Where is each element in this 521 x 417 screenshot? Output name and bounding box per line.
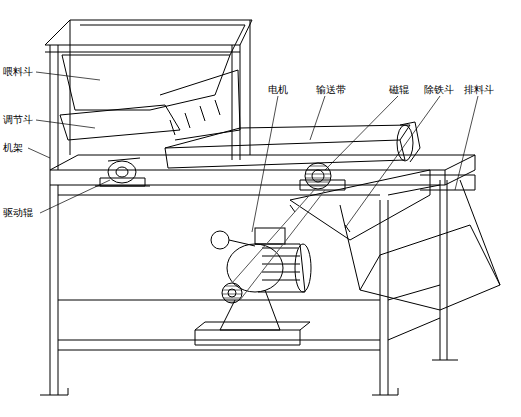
magnetic-roller xyxy=(300,163,345,190)
part-label: 驱动辊 xyxy=(2,207,34,218)
frame xyxy=(40,20,475,395)
conveyor-belt xyxy=(165,122,420,168)
part-label: 机架 xyxy=(2,142,24,153)
part-label: 喂料斗 xyxy=(2,66,34,77)
part-label: 调节斗 xyxy=(2,114,34,125)
chain xyxy=(232,189,325,300)
discharge-hoppers xyxy=(290,170,500,310)
part-label: 电机 xyxy=(267,84,289,95)
drive-roller xyxy=(95,158,150,186)
feed-hopper xyxy=(60,25,245,140)
part-label: 排料斗 xyxy=(463,84,495,95)
motor xyxy=(195,228,311,345)
part-label: 磁辊 xyxy=(388,84,410,95)
part-label: 除铁斗 xyxy=(423,84,455,95)
part-label: 输送带 xyxy=(315,84,347,95)
leader-lines xyxy=(28,72,478,232)
